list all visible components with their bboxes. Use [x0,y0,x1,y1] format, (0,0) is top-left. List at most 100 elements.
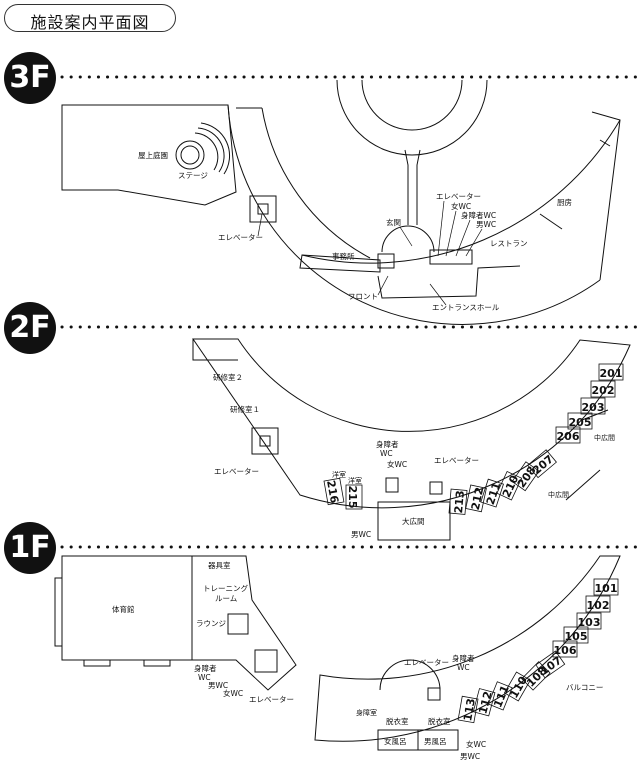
elevator-1f-left [254,649,278,673]
floor-badge-3f: 3F [4,52,56,104]
label-balcony: バルコニー [566,683,603,692]
label-dressing-a: 脱衣室 [386,716,409,726]
floor-1f-plan [54,555,621,751]
room-box [448,488,468,515]
room-box [496,470,523,501]
label-womens-wc-1f: 女WC [223,688,243,698]
label-elevator-1f-center: エレベーター [404,658,449,667]
corridor-stem [404,149,421,225]
floor-3f-plan [61,79,621,325]
label-dressing-b: 脱衣室 [428,716,451,726]
label-mid-hall-a: 中広間 [594,433,615,442]
label-office: 事務所 [332,251,355,261]
label-equipment: 器具室 [208,560,231,570]
room-box [580,397,606,415]
room-number: 203 [582,401,605,414]
label-accessible-wc-2f: WC [380,449,393,458]
room-box [503,671,531,702]
east-wing-1f [191,555,297,691]
room-box [323,477,345,506]
stairs-3f-left [249,195,277,223]
floor-2f-plan [192,338,631,541]
label-elevator-3f-center: エレベーター [436,192,481,201]
label-big-hall: 大広間 [402,516,425,526]
label-gym: 体育館 [112,604,135,614]
plaza-inner-arc [361,79,463,131]
label-entrance: 玄関 [386,217,401,227]
entrance-dome [381,225,435,253]
label-elevator-3f-left: エレベーター [218,233,263,242]
room-box [465,484,487,513]
label-mens-bath: 男風呂 [424,737,447,746]
elevator-1f-center [427,687,441,701]
room-box [480,478,504,508]
label-room-type-b: 洋室 [348,476,362,485]
room-number: 102 [587,599,610,612]
floor-badge-2f: 2F [4,302,56,354]
label-elevator-2f-center: エレベーター [434,456,479,465]
label-elevator-1f-left: エレベーター [249,695,294,704]
room-box [472,688,496,717]
stairs-2f-left [251,427,279,455]
room-number: 101 [595,582,618,595]
room-box [593,578,619,596]
room-box [487,681,513,711]
stairs-2f-center [385,477,399,493]
label-training1: 研修室１ [230,404,260,414]
ring-inner-3f [227,104,601,325]
room-box [527,449,557,479]
label-accessible-wc-3f: 身障者WC [461,210,496,220]
label-elevator-2f-left: エレベーター [214,467,259,476]
building-2f-outline [192,338,631,509]
ring-inner-wall-3f [261,107,371,259]
label-disabled-room: 身障室 [356,708,377,717]
label-kitchen: 厨房 [557,197,572,207]
floor-badge-2f-label: 2F [9,310,51,345]
label-lounge: ラウンジ [196,619,226,628]
floor-3f-leaders [257,200,483,306]
room-box [563,626,589,644]
room-number: 206 [557,430,580,443]
stage-inner [180,145,200,165]
room-box [511,461,540,492]
label-accessible-2f: 身障者 [376,439,399,449]
room-number: 103 [578,616,601,629]
floor-2f-labels: 研修室２ 研修室１ エレベーター 身障者 WC 女WC エレベーター 男WC 洋… [213,372,615,539]
room-number: 215 [346,486,359,509]
label-accessible-1f-center: 身障者 [452,653,475,663]
label-male-wc-bottom: 男WC [460,752,480,761]
label-stage: ステージ [178,171,208,180]
room-box [457,695,479,724]
wc-block-3f [429,249,473,265]
label-womens-wc-3f: 女WC [451,201,471,211]
room-box [552,640,578,658]
room-box [521,661,551,691]
stairs-1f-left [227,613,249,635]
room-box [345,484,363,510]
room-box [590,380,616,398]
floor-badge-1f: 1F [4,522,56,574]
gym-side-door [54,577,63,647]
floor-3f-labels: 屋上庭園 ステージ エレベーター 事務所 フロント 玄関 エレベーター 女WC … [138,150,572,312]
mens-bath [417,729,459,751]
room-number: 205 [569,416,592,429]
room-box [576,612,602,630]
room-number: 112 [476,690,495,716]
room-number: 216 [324,479,341,504]
page-title-frame: 施設案内平面図 [4,4,176,32]
label-training-1: トレーニング [203,583,248,593]
label-hall: エントランスホール [432,303,500,312]
label-rooftop: 屋上庭園 [138,150,168,160]
room-number: 201 [600,367,623,380]
label-female-wc-bottom: 女WC [466,739,486,749]
room-number: 113 [461,697,478,722]
dome-1f [379,659,441,691]
label-mens-wc-1f: 男WC [208,681,228,690]
stage-steps [194,122,231,175]
label-mens-wc-2f: 男WC [351,530,371,539]
label-mid-hall-b: 中広間 [548,490,569,499]
label-womens-wc-2f: 女WC [387,459,407,469]
stairs-3f-center [377,253,395,269]
